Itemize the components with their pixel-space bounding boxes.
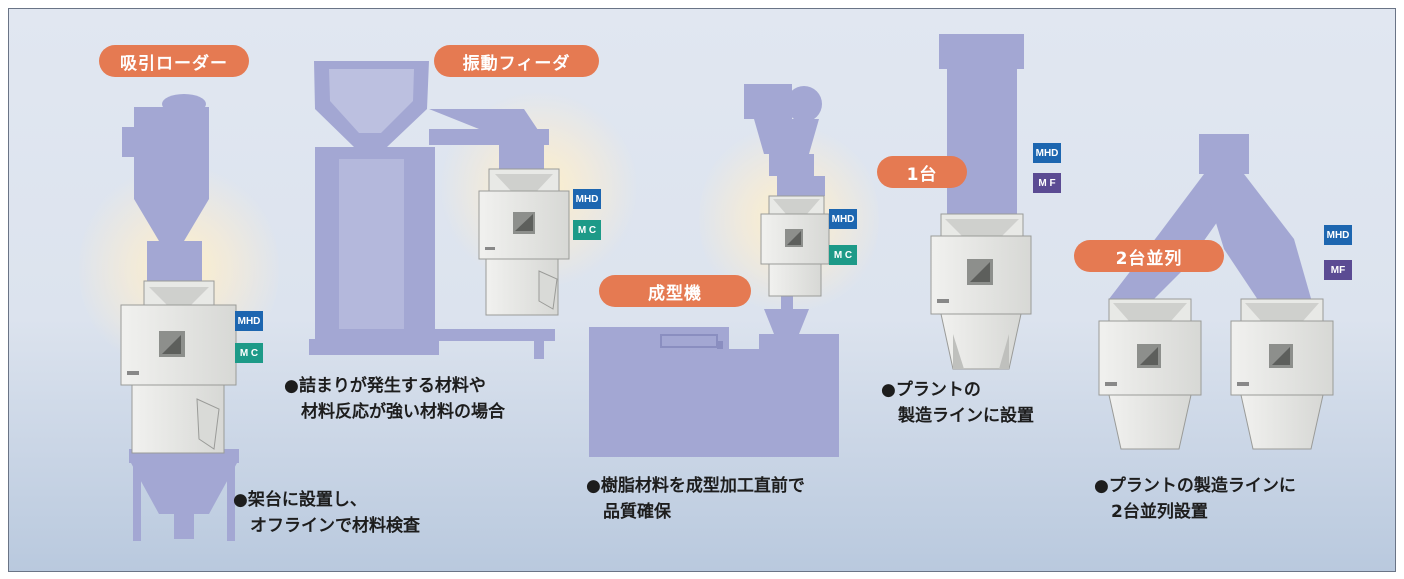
diagram-frame: 吸引ローダー 振動フィーダ 成型機 1台 2台並列 MHD M C MHD M … [8,8,1396,572]
label-two-parallel: 2台並列 [1074,240,1224,272]
caption-plant-line1: ●プラントの [881,380,981,400]
badge-mc-feeder: M C [573,220,601,240]
caption-plant-line2: 製造ラインに設置 [881,406,1034,426]
caption-offline-line1: ●架台に設置し、 [233,490,367,510]
badge-mhd-molding: MHD [829,209,857,229]
caption-clog: ●詰まりが発生する材料や 材料反応が強い材料の場合 [284,373,505,425]
label-one-unit: 1台 [877,156,967,188]
vibration-feeder-unit [309,61,570,359]
equipment-illustration [120,34,1334,541]
caption-parallel: ●プラントの製造ラインに 2台並列設置 [1094,473,1296,525]
single-unit [930,34,1032,370]
badge-mhd-parallel: MHD [1324,225,1352,245]
badge-mhd-single: MHD [1033,143,1061,163]
label-molding-machine: 成型機 [599,275,751,307]
suction-loader-unit [120,94,239,541]
badge-mc-loader: M C [235,343,263,363]
caption-molding-line1: ●樹脂材料を成型加工直前で [586,476,805,496]
badge-mf-parallel: MF [1324,260,1352,280]
badge-mc-molding: M C [829,245,857,265]
caption-offline-line2: オフラインで材料検査 [233,516,420,536]
caption-molding: ●樹脂材料を成型加工直前で 品質確保 [586,473,805,525]
caption-offline: ●架台に設置し、 オフラインで材料検査 [233,487,420,539]
label-vibration-feeder: 振動フィーダ [434,45,599,77]
caption-molding-line2: 品質確保 [586,502,671,522]
badge-mhd-loader: MHD [235,311,263,331]
caption-clog-line1: ●詰まりが発生する材料や [284,376,486,396]
caption-plant: ●プラントの 製造ラインに設置 [881,377,1034,429]
caption-parallel-line1: ●プラントの製造ラインに [1094,476,1296,496]
badge-mf-single: M F [1033,173,1061,193]
molding-machine-unit [589,84,839,457]
label-suction-loader: 吸引ローダー [99,45,249,77]
caption-parallel-line2: 2台並列設置 [1094,502,1208,522]
caption-clog-line2: 材料反応が強い材料の場合 [284,402,505,422]
parallel-units [1098,134,1334,450]
badge-mhd-feeder: MHD [573,189,601,209]
